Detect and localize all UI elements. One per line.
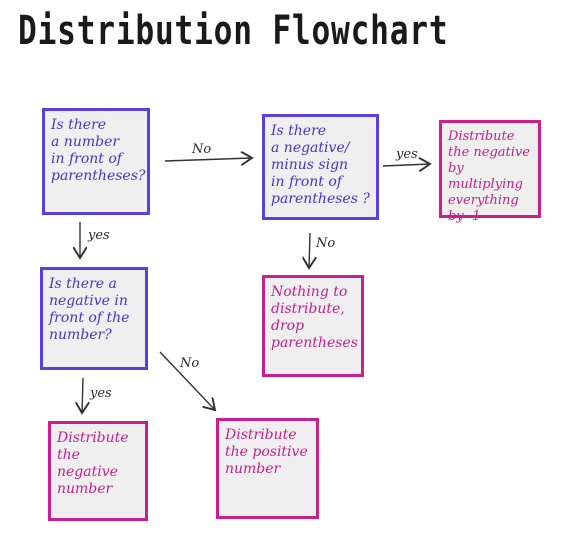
question-negative-number: Is there a negative in front of the numb… (40, 267, 148, 370)
result-nothing-to-distribute: Nothing to distribute, drop parentheses (262, 275, 364, 377)
label-q3-yes: yes (90, 386, 112, 401)
page-title: Distribution Flowchart (18, 8, 449, 54)
result-multiply-by-neg-one: Distribute the negative by multiplying e… (439, 120, 541, 224)
label-q2-yes: yes (396, 147, 418, 162)
result-distribute-positive-text: Distribute the positive number (225, 427, 308, 477)
label-q3-no: No (180, 356, 200, 371)
arrow-q3-yes (82, 377, 83, 413)
question-number-in-front-text: Is there a number in front of parenthese… (51, 117, 146, 184)
label-q2-no: No (316, 236, 336, 251)
result-multiply-by-neg-one-text: Distribute the negative by multiplying e… (448, 129, 530, 224)
arrow-q2-yes (382, 164, 430, 166)
arrow-q1-no (164, 158, 252, 161)
question-minus-sign-text: Is there a negative/ minus sign in front… (271, 123, 370, 207)
result-nothing-to-distribute-text: Nothing to distribute, drop parentheses (271, 284, 358, 351)
question-number-in-front: Is there a number in front of parenthese… (42, 108, 150, 215)
question-negative-number-text: Is there a negative in front of the numb… (49, 276, 130, 343)
label-q1-no: No (192, 142, 212, 157)
result-distribute-negative-text: Distribute the negative number (57, 430, 129, 497)
result-distribute-negative: Distribute the negative number (48, 421, 148, 521)
result-distribute-positive: Distribute the positive number (216, 418, 319, 519)
arrow-q3-no (159, 351, 215, 410)
label-q1-yes: yes (88, 228, 110, 243)
question-minus-sign: Is there a negative/ minus sign in front… (262, 114, 379, 220)
arrow-q2-no (309, 232, 310, 268)
